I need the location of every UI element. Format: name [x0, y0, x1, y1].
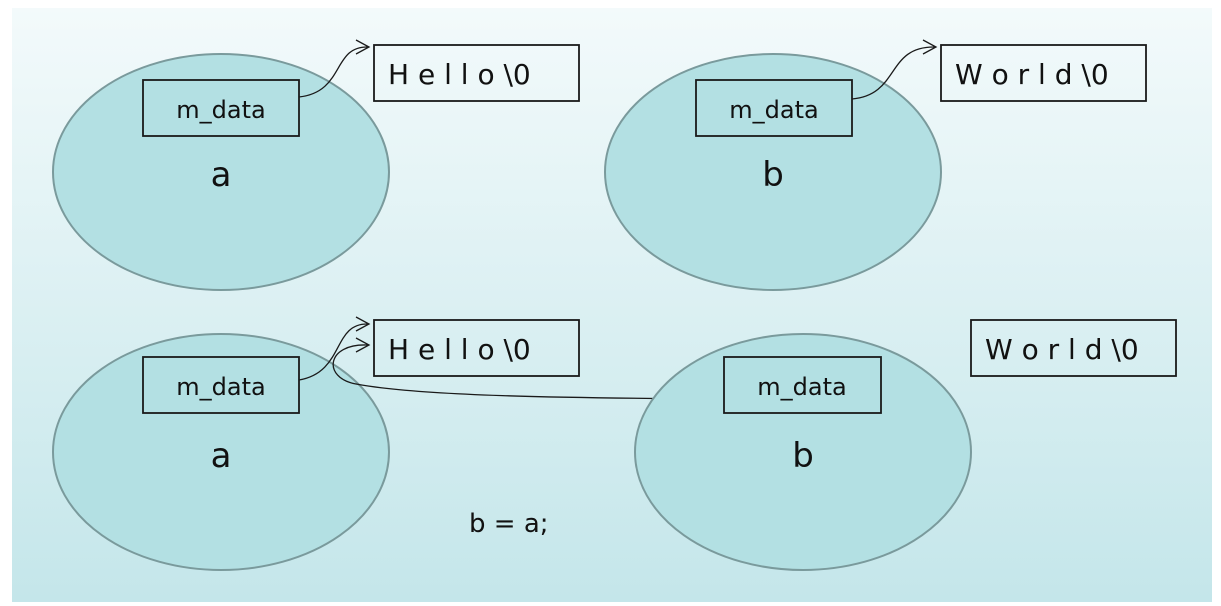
after-string-world-text: W o r l d \0	[985, 333, 1139, 366]
pointer-a-to-hello	[298, 46, 369, 98]
after-object-a-ellipse	[52, 333, 390, 571]
object-a-ellipse	[52, 53, 390, 291]
after-string-hello-box	[373, 319, 580, 377]
object-b-field-label: m_data	[729, 96, 818, 124]
after-pointer-a-to-hello	[298, 323, 369, 381]
before-state: m_data a H e l l o \0 m_data b W o r l d…	[52, 39, 1147, 291]
after-object-a-field-box	[142, 356, 300, 414]
object-b-field-box	[695, 79, 853, 137]
after-object-a-field-label: m_data	[176, 373, 265, 401]
assignment-code: b = a;	[469, 509, 549, 539]
after-string-hello-text: H e l l o \0	[388, 333, 531, 366]
after-state: m_data a H e l l o \0 m_data b W o r l d…	[52, 316, 1177, 571]
after-arrowhead-a-to-hello	[355, 316, 371, 332]
after-object-b-ellipse	[634, 333, 972, 571]
string-world-box	[940, 44, 1147, 102]
string-world-text: W o r l d \0	[955, 58, 1109, 91]
after-object-b-field-label: m_data	[757, 373, 846, 401]
after-string-world-box	[970, 319, 1177, 377]
after-pointer-b-to-hello	[332, 344, 725, 400]
after-object-b-label: b	[792, 436, 814, 476]
object-a-label: a	[211, 155, 232, 195]
object-b-label: b	[762, 155, 784, 195]
pointer-b-to-world	[851, 46, 936, 100]
after-arrowhead-b-to-hello	[355, 337, 371, 353]
arrowhead-a-to-hello	[355, 39, 371, 55]
string-hello-box	[373, 44, 580, 102]
arrowhead-b-to-world	[922, 39, 938, 55]
after-object-a-label: a	[211, 436, 232, 476]
object-a-field-label: m_data	[176, 96, 265, 124]
after-object-b-field-box	[723, 356, 882, 414]
object-a-field-box	[142, 79, 300, 137]
string-hello-text: H e l l o \0	[388, 58, 531, 91]
object-b-ellipse	[604, 53, 942, 291]
